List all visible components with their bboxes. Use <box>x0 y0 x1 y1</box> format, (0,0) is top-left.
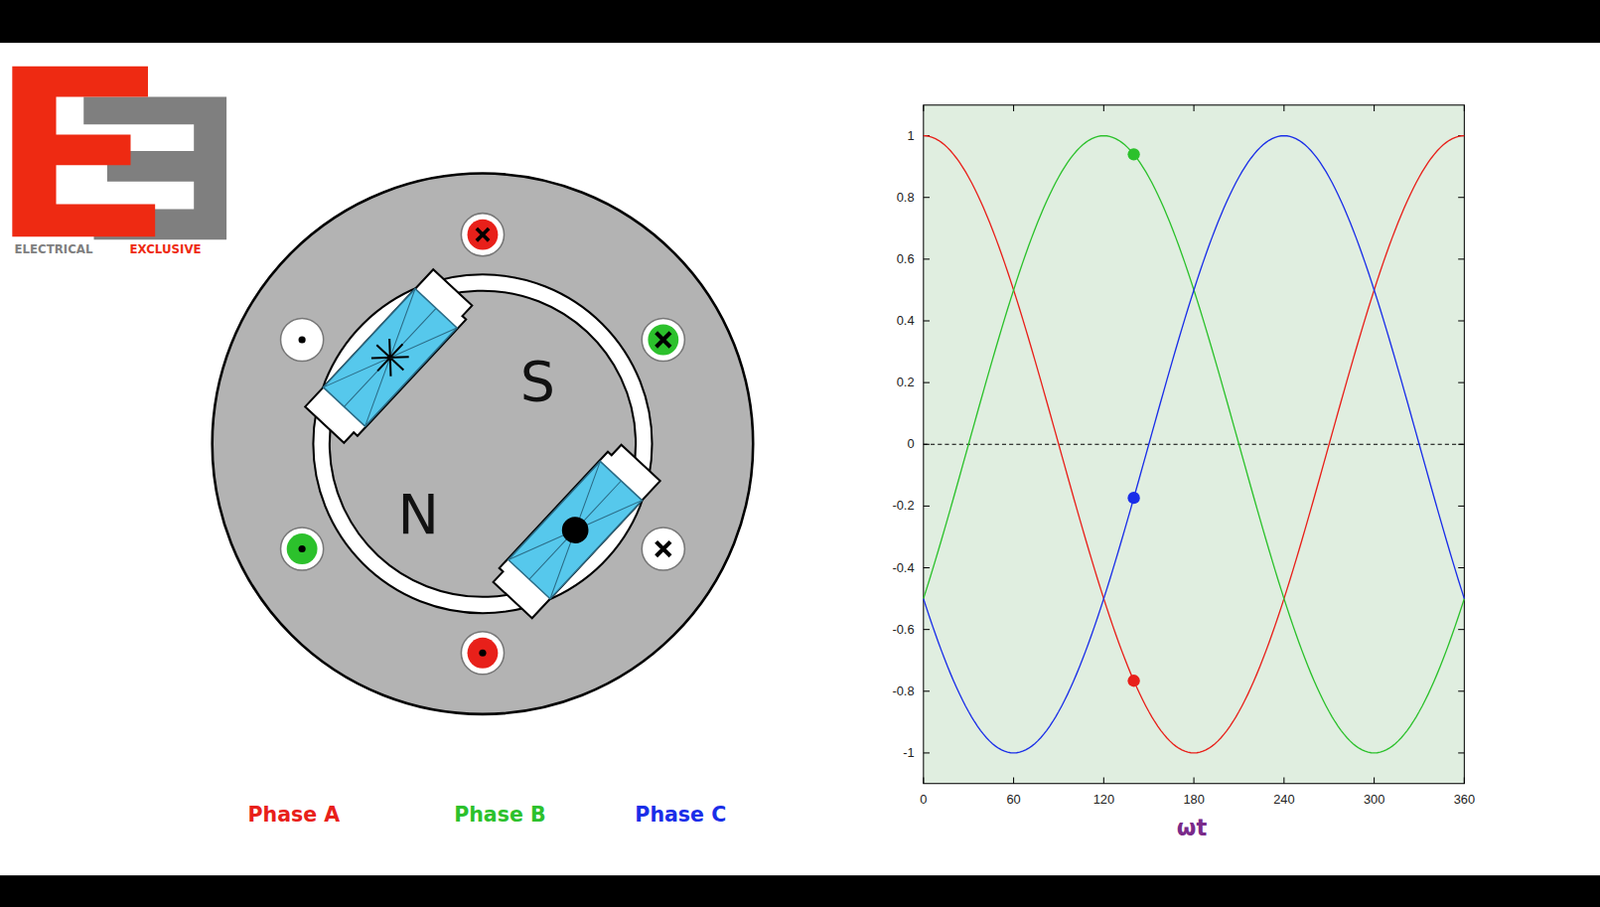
tick-mark <box>1193 105 1195 112</box>
axis-tick-label: 120 <box>1093 792 1115 807</box>
tick-mark <box>1373 105 1375 112</box>
axis-tick-label: 180 <box>1182 792 1204 807</box>
tick-mark <box>1013 105 1015 112</box>
tick-mark <box>1457 319 1464 321</box>
tick-mark <box>1283 777 1285 784</box>
tick-mark <box>923 690 930 692</box>
tick-mark <box>1457 382 1464 384</box>
tick-mark <box>923 628 930 630</box>
tick-mark <box>1457 505 1464 507</box>
logo-text: ELECTRICAL <box>13 242 93 256</box>
tick-mark <box>922 105 924 112</box>
axis-tick-label: 0.6 <box>896 252 915 267</box>
tick-mark <box>1013 777 1015 784</box>
tick-mark <box>1103 105 1105 112</box>
logo-text: EXCLUSIVE <box>129 242 201 256</box>
rotor-coil <box>323 289 458 427</box>
top-bar <box>0 0 1600 43</box>
axis-tick-label: -0.4 <box>891 560 914 575</box>
tick-mark <box>1457 628 1464 630</box>
tick-mark <box>1283 105 1285 112</box>
tick-mark <box>923 382 930 384</box>
chart <box>923 105 1465 784</box>
tick-mark <box>1373 777 1375 784</box>
pole-letter: S <box>520 352 556 414</box>
tick-mark <box>1457 443 1464 445</box>
tick-mark <box>1457 196 1464 198</box>
axis-tick-label: 0.4 <box>896 313 915 328</box>
pole-letter: N <box>397 484 439 546</box>
rotor-coil <box>508 460 643 598</box>
tick-mark <box>923 258 930 260</box>
axis-tick-label: -0.6 <box>891 622 914 637</box>
rotor <box>265 226 702 662</box>
axis-tick-label: 240 <box>1273 792 1295 807</box>
legend-label: Phase B <box>453 802 546 826</box>
axis-tick-label: -0.8 <box>891 684 914 699</box>
tick-mark <box>923 443 930 445</box>
axis-tick-label: 0 <box>906 436 914 451</box>
axis-title: ωt <box>1176 814 1207 840</box>
tick-mark <box>923 319 930 321</box>
axis-tick-label: -1 <box>902 745 914 760</box>
motor <box>212 173 754 715</box>
axis-tick-label: 60 <box>1006 792 1020 807</box>
axis-tick-label: 1 <box>906 129 914 144</box>
tick-mark <box>923 196 930 198</box>
axis-tick-label: 0.2 <box>896 375 915 390</box>
tick-mark <box>923 567 930 569</box>
tick-mark <box>922 777 924 784</box>
tick-mark <box>1457 690 1464 692</box>
tick-mark <box>1457 258 1464 260</box>
tick-mark <box>1457 567 1464 569</box>
tick-mark <box>1463 105 1465 112</box>
legend-label: Phase C <box>634 802 727 826</box>
axis-tick-label: 360 <box>1454 792 1475 807</box>
logo <box>11 66 227 241</box>
tick-mark <box>1463 777 1465 784</box>
axis-tick-label: 0.8 <box>896 190 915 205</box>
legend-label: Phase A <box>248 802 341 826</box>
bottom-bar <box>0 874 1600 907</box>
tick-mark <box>1457 751 1464 753</box>
axis-tick-label: 300 <box>1363 792 1385 807</box>
tick-mark <box>1193 777 1195 784</box>
axis-tick-label: 0 <box>919 792 927 807</box>
tick-mark <box>923 505 930 507</box>
tick-mark <box>1103 777 1105 784</box>
tick-mark <box>923 751 930 753</box>
axis-tick-label: -0.2 <box>891 498 914 513</box>
